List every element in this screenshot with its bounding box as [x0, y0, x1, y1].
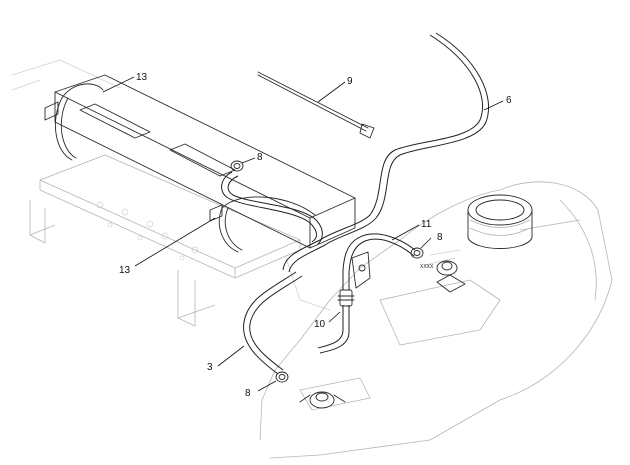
- callout-6: 6: [506, 95, 512, 106]
- fuel-tank: XXXX: [259, 181, 613, 459]
- svg-text:XXXX: XXXX: [420, 264, 434, 270]
- check-valve-10: [337, 289, 355, 307]
- callout-8-bottom: 8: [245, 388, 251, 399]
- tank-fitting-bottom: [299, 391, 346, 409]
- clamp-8-right: [410, 247, 424, 259]
- callout-9: 9: [347, 76, 353, 87]
- callout-11: 11: [421, 219, 432, 230]
- clamp-8-top: [230, 160, 244, 172]
- callout-13-left: 13: [119, 265, 131, 276]
- frame-plate: [11, 59, 331, 327]
- hoses: [221, 32, 490, 375]
- hose-clamps-8: [230, 160, 424, 383]
- callout-10: 10: [314, 319, 326, 330]
- callout-labels: 13 9 6 8 11 8 13 10 3 8: [119, 72, 512, 399]
- tank-fitting-right: [436, 260, 466, 293]
- main-tube: [54, 74, 356, 249]
- callout-3: 3: [207, 362, 213, 373]
- callout-8-right: 8: [437, 232, 443, 243]
- hose-bracket: [351, 251, 371, 289]
- strap-13-top: [44, 83, 104, 161]
- cable-tie-9: [257, 71, 375, 139]
- filler-neck: [467, 194, 533, 249]
- callout-13-top: 13: [136, 72, 148, 83]
- callout-8-top: 8: [257, 152, 263, 163]
- strap-13-middle: [209, 196, 316, 253]
- clamp-8-bottom: [275, 371, 289, 383]
- leader-lines: [102, 76, 504, 392]
